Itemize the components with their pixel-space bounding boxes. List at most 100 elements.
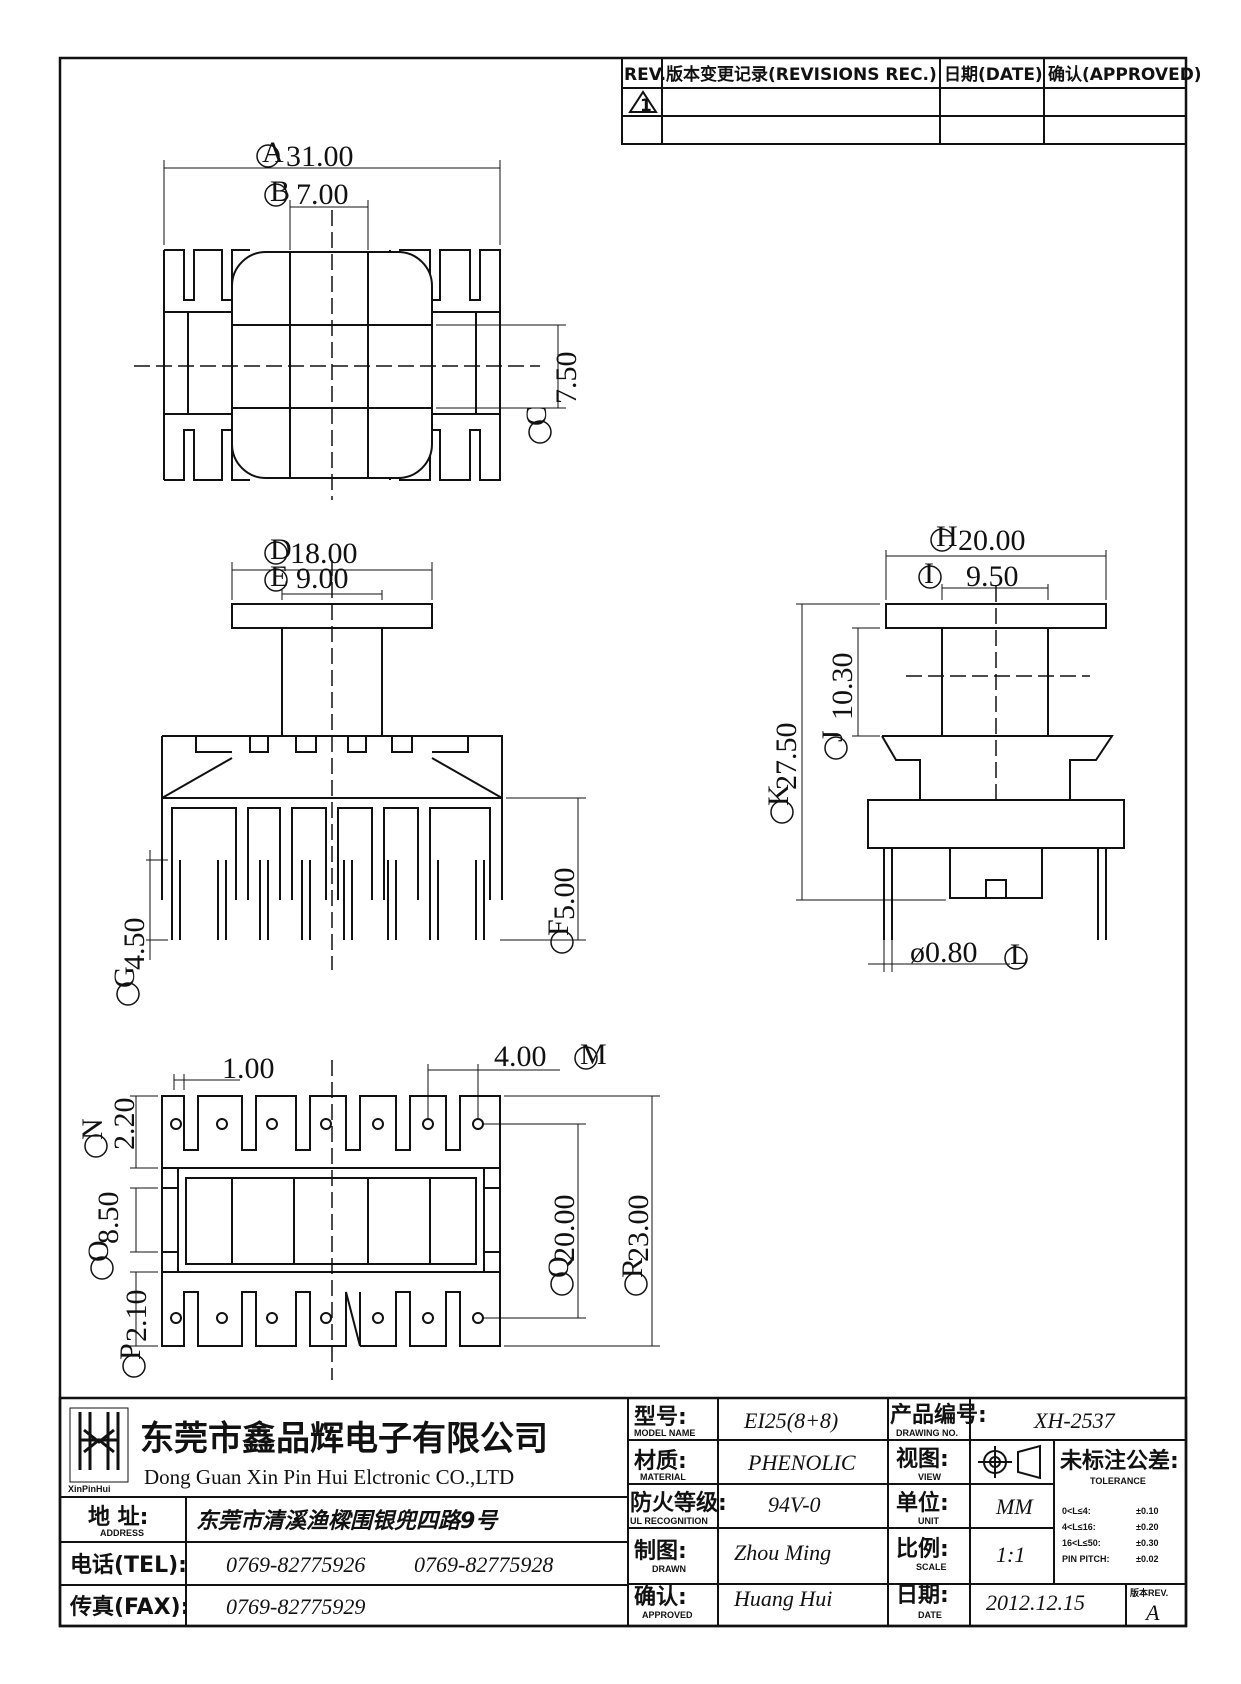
dim-C: 7.50 C [520, 352, 583, 444]
revision-row-1-number: 1 [640, 96, 652, 116]
material-label: 材质: [634, 1449, 687, 1474]
svg-text:2.10: 2.10 [120, 1290, 153, 1343]
drawing-no-value: XH-2537 [1033, 1408, 1116, 1433]
front-pins [171, 860, 485, 940]
svg-text:P: P [114, 1343, 147, 1360]
tolerance-range: PIN PITCH: [1062, 1554, 1110, 1564]
revision-triangle-icon [628, 90, 658, 113]
approved-sublabel: APPROVED [642, 1610, 693, 1620]
company-name-cn: 东莞市鑫品辉电子有限公司 [140, 1419, 548, 1459]
svg-text:2.20: 2.20 [108, 1098, 141, 1151]
top-view [134, 160, 566, 500]
company-name-en: Dong Guan Xin Pin Hui Elctronic CO.,LTD [144, 1465, 514, 1489]
tolerance-label: 未标注公差: [1060, 1448, 1179, 1474]
svg-text:C: C [520, 406, 553, 426]
svg-text:7.50: 7.50 [550, 352, 583, 405]
fax-value: 0769-82775929 [226, 1594, 365, 1619]
revision-table [621, 57, 1187, 145]
svg-text:20.00: 20.00 [958, 524, 1026, 557]
svg-text:L: L [1010, 938, 1028, 971]
unit-label: 单位: [896, 1490, 949, 1516]
dim-M: 4.00 M [494, 1038, 607, 1073]
svg-text:O: O [82, 1240, 115, 1262]
model-label: 型号: [634, 1405, 687, 1430]
svg-text:E: E [270, 560, 288, 593]
view-label: 视图: [896, 1446, 949, 1472]
tolerance-table: 0<L≤4: ±0.10 4<L≤16: ±0.20 16<L≤50: ±0.3… [1062, 1506, 1158, 1564]
svg-text:B: B [270, 175, 290, 208]
tolerance-value: ±0.10 [1136, 1506, 1158, 1516]
unit-sublabel: UNIT [918, 1516, 939, 1526]
approved-label: 确认: [634, 1584, 687, 1610]
svg-text:M: M [580, 1038, 607, 1071]
svg-text:Q: Q [542, 1256, 575, 1278]
rev-value: A [1144, 1600, 1160, 1625]
dim-J: 10.30 J [816, 653, 859, 760]
svg-text:27.50: 27.50 [770, 723, 803, 791]
svg-text:J: J [816, 730, 849, 742]
dim-A: A 31.00 [256, 136, 354, 173]
tel-1: 0769-82775926 [226, 1552, 365, 1577]
drawing-no-label: 产品编号: [890, 1402, 987, 1428]
svg-text:A: A [262, 136, 284, 169]
dim-H: H 20.00 [930, 520, 1026, 557]
svg-text:20.00: 20.00 [548, 1195, 581, 1263]
svg-text:D: D [270, 533, 292, 566]
svg-text:R: R [616, 1258, 649, 1278]
tolerance-range: 0<L≤4: [1062, 1506, 1091, 1516]
pin-holes [170, 1118, 484, 1324]
svg-text:9.00: 9.00 [296, 562, 349, 595]
dim-D: D 18.00 [264, 533, 358, 570]
material-value: PHENOLIC [747, 1450, 856, 1475]
tolerance-value: ±0.02 [1136, 1554, 1158, 1564]
logo-text: XinPinHui [68, 1484, 111, 1494]
scale-label: 比例: [896, 1537, 949, 1562]
revision-record-header: 版本变更记录(REVISIONS REC.) [666, 64, 937, 85]
ul-sublabel: UL RECOGNITION [630, 1516, 708, 1526]
svg-text:4.50: 4.50 [118, 918, 151, 971]
rev-label: 版本REV. [1129, 1587, 1168, 1598]
svg-text:K: K [762, 784, 795, 806]
svg-text:I: I [924, 557, 934, 590]
svg-text:31.00: 31.00 [286, 140, 354, 173]
tolerance-range: 16<L≤50: [1062, 1538, 1101, 1548]
tolerance-value: ±0.20 [1136, 1522, 1158, 1532]
tolerance-range: 4<L≤16: [1062, 1522, 1096, 1532]
date-label: 日期: [896, 1583, 949, 1608]
svg-text:ø0.80: ø0.80 [910, 936, 978, 969]
svg-text:7.00: 7.00 [296, 178, 349, 211]
drawn-label: 制图: [634, 1539, 687, 1564]
dim-P: 2.10 P [114, 1290, 153, 1378]
bottom-view [130, 1060, 660, 1380]
drawing-no-sublabel: DRAWING NO. [896, 1428, 958, 1438]
ul-label: 防火等级: [630, 1490, 727, 1516]
dim-Q: 20.00 Q [542, 1195, 581, 1296]
svg-text:1.00: 1.00 [222, 1052, 275, 1085]
tel-label: 电话(TEL): [70, 1553, 187, 1578]
dim-R: 23.00 R [616, 1195, 655, 1296]
unit-value: MM [995, 1494, 1034, 1519]
svg-text:5.00: 5.00 [548, 868, 581, 921]
dim-K: 27.50 K [762, 723, 803, 824]
dim-G: 4.50 G [108, 918, 151, 1006]
drawn-sublabel: DRAWN [652, 1564, 686, 1574]
dim-E: E 9.00 [264, 560, 349, 595]
svg-text:4.00: 4.00 [494, 1040, 547, 1073]
address-sublabel: ADDRESS [100, 1528, 144, 1538]
rev-header: REV. [624, 65, 666, 85]
svg-text:8.50: 8.50 [92, 1192, 125, 1245]
revision-approved-header: 确认(APPROVED) [1048, 64, 1202, 85]
scale-value: 1:1 [996, 1542, 1025, 1567]
approved-value: Huang Hui [733, 1586, 832, 1611]
svg-text:H: H [936, 520, 958, 553]
title-block-grid [58, 1396, 1188, 1628]
dim-B: B 7.00 [264, 175, 349, 211]
ul-value: 94V-0 [768, 1492, 821, 1517]
model-sublabel: MODEL NAME [634, 1428, 695, 1438]
scale-sublabel: SCALE [916, 1562, 947, 1572]
svg-text:F: F [542, 919, 575, 936]
svg-text:10.30: 10.30 [826, 653, 859, 721]
dim-N: 2.20 N [76, 1098, 141, 1158]
side-view [796, 550, 1125, 972]
